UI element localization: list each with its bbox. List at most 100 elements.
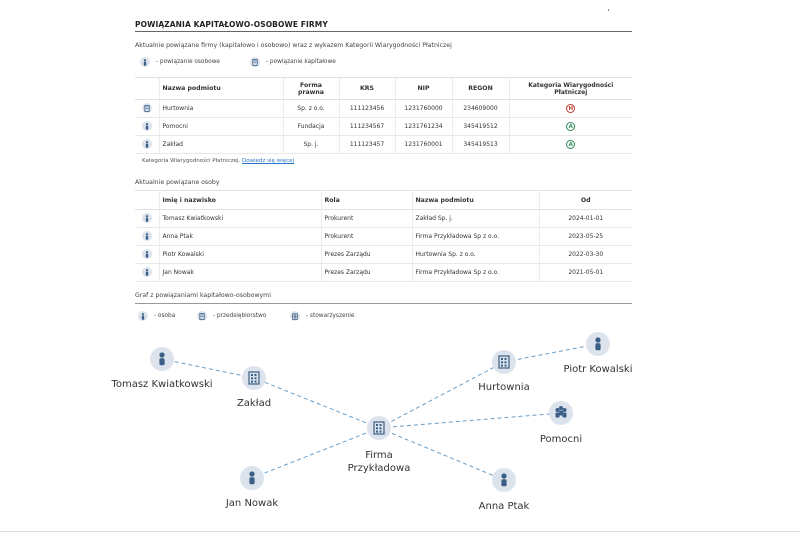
company-regon: 345419513 bbox=[451, 135, 509, 154]
category-badge: A bbox=[566, 140, 576, 149]
person-name: Jan Nowak bbox=[158, 263, 321, 282]
graph-node-jan[interactable]: Jan Nowak bbox=[225, 466, 278, 509]
column-header[interactable]: REGON bbox=[451, 77, 509, 100]
column-header[interactable]: Nazwa podmiotu bbox=[158, 77, 283, 100]
column-header[interactable]: Kategoria Wiarygodności Płatniczej bbox=[508, 77, 632, 100]
graph-edge bbox=[161, 358, 255, 379]
companies-description: Aktualnie powiązane firmy (kapitałowo i … bbox=[135, 42, 452, 49]
legend-company: - przedsiębiorstwo bbox=[197, 311, 266, 321]
node-circle[interactable] bbox=[367, 416, 391, 440]
person-since: 2022-03-30 bbox=[538, 245, 632, 264]
category-cell: H bbox=[508, 99, 632, 118]
column-header[interactable]: KRS bbox=[338, 77, 395, 100]
graph-node-piotr[interactable]: Piotr Kowalski bbox=[564, 332, 633, 375]
person-icon bbox=[140, 57, 150, 67]
graph-edge bbox=[253, 377, 380, 429]
graph-node-zaklad[interactable]: Zakład bbox=[237, 366, 271, 409]
company-regon: 345419512 bbox=[451, 117, 509, 136]
person-role: Prokurent bbox=[320, 227, 412, 246]
bottom-divider bbox=[0, 531, 800, 532]
building-icon bbox=[498, 355, 510, 369]
person-name: Piotr Kowalski bbox=[158, 245, 321, 264]
column-header[interactable]: Od bbox=[538, 190, 632, 210]
graph-edge bbox=[251, 427, 380, 479]
column-header[interactable]: Rola bbox=[320, 190, 412, 210]
person-icon bbox=[249, 471, 255, 485]
row-icon-cell bbox=[135, 135, 159, 154]
person-name: Tomasz Kwiatkowski bbox=[158, 209, 321, 228]
column-header[interactable]: Imię i nazwisko bbox=[158, 190, 321, 210]
company-name: Zakład bbox=[158, 135, 283, 154]
companies-header-row: Nazwa podmiotu Forma prawna KRS NIP REGO… bbox=[135, 77, 632, 100]
person-entity: Hurtownia Sp. z o.o. bbox=[411, 245, 539, 264]
person-since: 2021-05-01 bbox=[538, 263, 632, 282]
node-label: Firma bbox=[365, 450, 393, 461]
association-icon bbox=[290, 311, 300, 321]
group-icon bbox=[555, 406, 567, 418]
row-icon-cell bbox=[135, 227, 159, 246]
graph-node-tomasz[interactable]: Tomasz Kwiatkowski bbox=[110, 347, 213, 390]
row-icon-cell bbox=[135, 99, 159, 118]
building-icon bbox=[197, 311, 207, 321]
persons-table: Imię i nazwisko Rola Nazwa podmiotu Od T… bbox=[135, 190, 632, 282]
graph-node-anna[interactable]: Anna Ptak bbox=[479, 468, 530, 512]
person-icon bbox=[595, 337, 601, 351]
node-circle[interactable] bbox=[242, 366, 266, 390]
category-badge: H bbox=[566, 104, 576, 113]
node-label: Piotr Kowalski bbox=[564, 364, 633, 375]
persons-description: Aktualnie powiązane osoby bbox=[135, 179, 220, 186]
node-label: Pomocni bbox=[540, 434, 582, 445]
graph-node-hurtownia[interactable]: Hurtownia bbox=[478, 350, 530, 393]
title-divider bbox=[135, 31, 632, 32]
node-label: Zakład bbox=[237, 398, 271, 409]
person-icon bbox=[141, 249, 152, 260]
column-header[interactable]: Forma prawna bbox=[282, 77, 339, 100]
person-role: Prezes Zarządu bbox=[320, 263, 412, 282]
node-label: Tomasz Kwiatkowski bbox=[110, 379, 212, 390]
column-header[interactable]: Nazwa podmiotu bbox=[411, 190, 539, 210]
legend-personal-label: - powiązanie osobowe bbox=[156, 59, 221, 65]
legend-association-label: - stowarzyszenie bbox=[306, 313, 355, 319]
column-header[interactable]: NIP bbox=[394, 77, 452, 100]
company-krs: 111123456 bbox=[338, 99, 395, 118]
person-since: 2024-01-01 bbox=[538, 209, 632, 228]
icon-column-header bbox=[135, 190, 159, 210]
company-form: Fundacja bbox=[282, 117, 339, 136]
graph-edge bbox=[503, 343, 599, 363]
person-icon bbox=[501, 473, 507, 487]
category-cell: A bbox=[508, 135, 632, 154]
company-form: Sp. j. bbox=[282, 135, 339, 154]
person-entity: Firma Przykładowa Sp z o.o. bbox=[411, 263, 539, 282]
person-entity: Zakład Sp. j. bbox=[411, 209, 539, 228]
graph-edge bbox=[378, 427, 505, 481]
building-icon bbox=[248, 371, 260, 385]
graph-edge bbox=[378, 412, 562, 429]
building-icon bbox=[141, 103, 152, 114]
company-name: Hurtownia bbox=[158, 99, 283, 118]
category-cell: A bbox=[508, 117, 632, 136]
node-label: Jan Nowak bbox=[225, 498, 278, 509]
person-role: Prezes Zarządu bbox=[320, 245, 412, 264]
person-icon bbox=[138, 311, 148, 321]
legend-person: - osoba bbox=[138, 311, 175, 321]
company-nip: 1231760000 bbox=[394, 99, 452, 118]
company-nip: 1231761234 bbox=[394, 117, 452, 136]
graph-node-pomocni[interactable]: Pomocni bbox=[540, 401, 582, 445]
person-icon bbox=[141, 267, 152, 278]
category-badge: A bbox=[566, 122, 576, 131]
person-entity: Firma Przykładowa Sp z o.o. bbox=[411, 227, 539, 246]
node-circle[interactable] bbox=[492, 350, 516, 374]
legend-association: - stowarzyszenie bbox=[290, 311, 354, 321]
page-title: POWIĄZANIA KAPITAŁOWO-OSOBOWE FIRMY bbox=[135, 20, 328, 29]
person-icon bbox=[159, 352, 165, 366]
learn-more-link[interactable]: Dowiedz się więcej bbox=[242, 158, 295, 164]
